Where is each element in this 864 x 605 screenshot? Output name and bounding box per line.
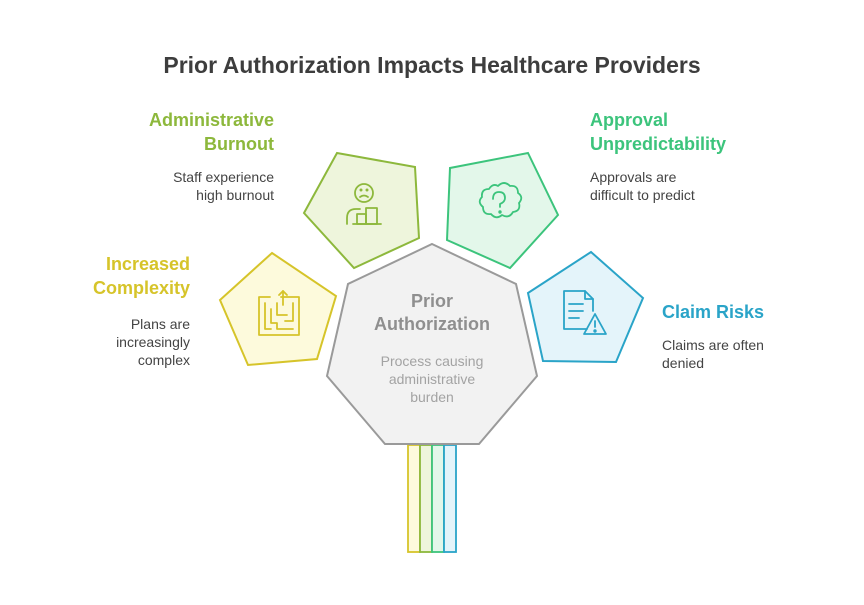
center-description: Process causing administrative burden: [352, 352, 512, 406]
administrative-burnout-title: Administrative Burnout: [84, 108, 274, 156]
pentagon-claim-risks: [526, 250, 645, 364]
stem-bar-green: [431, 444, 445, 553]
title-line: Complexity: [92, 278, 190, 298]
center-desc-line: administrative: [388, 371, 476, 387]
desc-line: increasingly: [116, 334, 190, 350]
pentagon-approval-unpredictability: [445, 151, 560, 270]
claim-risks-description: Claims are often denied: [662, 336, 842, 372]
stem-bar-blue: [443, 444, 457, 553]
desc-line: denied: [662, 355, 705, 371]
desc-line: complex: [137, 352, 190, 368]
center-title-line: Prior: [410, 291, 453, 311]
title-line: Unpredictability: [590, 134, 727, 154]
page-title: Prior Authorization Impacts Healthcare P…: [163, 52, 701, 78]
maze-icon: [258, 290, 300, 336]
increased-complexity-title: Increased Complexity: [40, 252, 190, 300]
document-warning-icon: [563, 290, 607, 335]
sad-person-at-desk-icon: [346, 183, 382, 225]
title-line: Claim Risks: [662, 302, 765, 322]
approval-unpredictability-description: Approvals are difficult to predict: [590, 168, 790, 204]
desc-line: Claims are often: [662, 337, 764, 353]
center-heptagon: [325, 242, 539, 445]
title-line: Increased: [105, 254, 190, 274]
center-desc-line: burden: [410, 389, 454, 405]
question-cloud-icon: [478, 182, 523, 219]
pentagon-administrative-burnout: [302, 151, 421, 270]
increased-complexity-description: Plans are increasingly complex: [40, 315, 190, 369]
title-line: Administrative: [148, 110, 274, 130]
desc-line: Staff experience: [173, 169, 274, 185]
title-line: Burnout: [204, 134, 274, 154]
claim-risks-title: Claim Risks: [662, 300, 842, 324]
center-desc-line: Process causing: [380, 353, 484, 369]
desc-line: Approvals are: [590, 169, 677, 185]
pentagon-increased-complexity: [218, 251, 338, 367]
stem-bars: [407, 444, 457, 553]
stem-bar-olive: [419, 444, 433, 553]
center-title: Prior Authorization: [362, 290, 502, 336]
center-title-line: Authorization: [374, 314, 490, 334]
administrative-burnout-description: Staff experience high burnout: [84, 168, 274, 204]
approval-unpredictability-title: Approval Unpredictability: [590, 108, 790, 156]
desc-line: Plans are: [130, 316, 190, 332]
desc-line: high burnout: [196, 187, 274, 203]
stem-bar-yellow: [407, 444, 421, 553]
desc-line: difficult to predict: [590, 187, 695, 203]
title-line: Approval: [590, 110, 669, 130]
